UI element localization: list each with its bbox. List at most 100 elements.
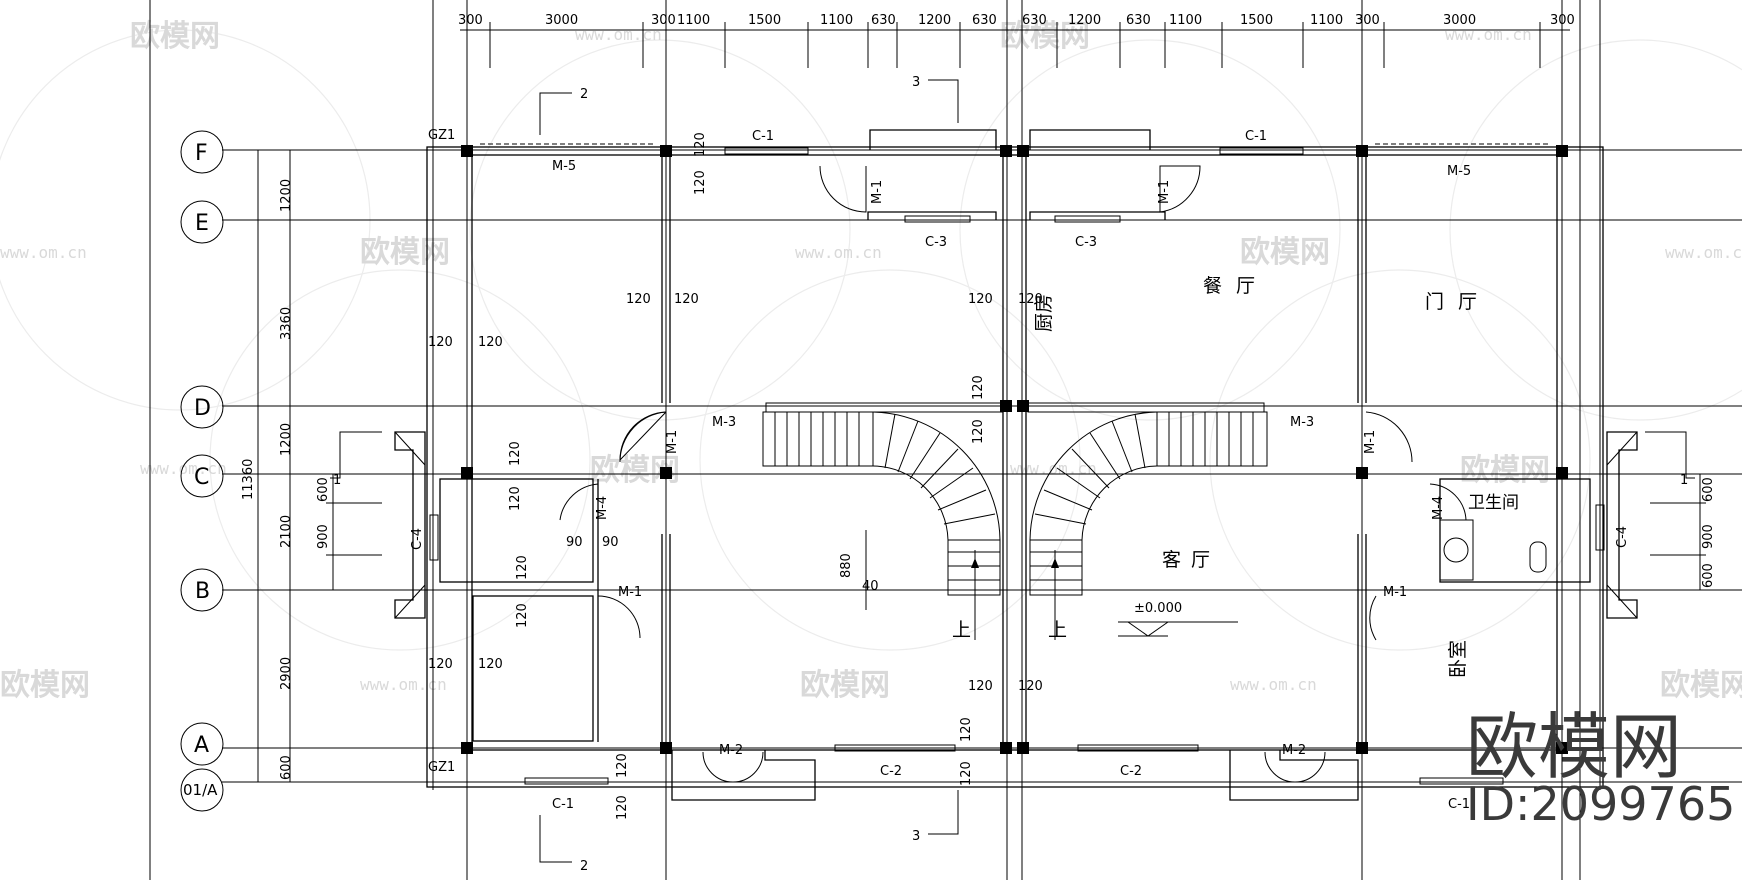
- dim-top-14: 1100: [1310, 13, 1343, 28]
- dim-120: 120: [971, 375, 986, 400]
- column: [1000, 400, 1012, 412]
- dim-top-6: 630: [871, 13, 896, 28]
- dim-120: 120: [1018, 679, 1043, 694]
- brand-name: 欧模网: [1466, 705, 1682, 789]
- watermark-brand: 欧模网: [1660, 668, 1742, 703]
- label-m4-left: M-4: [595, 496, 610, 520]
- dim-overall: 11360: [241, 459, 256, 500]
- column: [1356, 742, 1368, 754]
- dim-top-7: 1200: [918, 13, 951, 28]
- section-2-top: 2: [580, 87, 588, 102]
- dim-top-5: 1100: [820, 13, 853, 28]
- column: [461, 742, 473, 754]
- watermark-brand: 欧模网: [130, 19, 220, 54]
- column: [660, 742, 672, 754]
- column: [660, 467, 672, 479]
- label-m4-right: M-4: [1431, 496, 1446, 520]
- label-m1-kitchen: M-1: [870, 180, 885, 204]
- axis-label-b: B: [195, 579, 210, 604]
- brand-watermark: 欧模网 ID:2099765: [1466, 705, 1735, 831]
- axis-label-01a: 01/A: [183, 781, 218, 799]
- label-m5-right: M-5: [1447, 164, 1471, 179]
- dim-left-2: 1200: [279, 423, 294, 456]
- dim-top-12: 1100: [1169, 13, 1202, 28]
- dim-120: 120: [428, 335, 453, 350]
- watermark-circle: [699, 269, 1081, 651]
- walls: [394, 129, 1638, 801]
- dim-top-15: 300: [1355, 13, 1380, 28]
- column: [461, 145, 473, 157]
- watermark-url: www.om.cn: [140, 459, 227, 478]
- label-m1-hall-right: M-1: [1363, 430, 1378, 454]
- dim-top-17: 300: [1550, 13, 1575, 28]
- watermark-circle: [959, 39, 1341, 421]
- column: [1017, 400, 1029, 412]
- elevation-value: ±0.000: [1134, 601, 1182, 616]
- watermark-url: www.om.cn: [575, 25, 662, 44]
- axis-label-a: A: [194, 733, 209, 758]
- dim-120: 120: [508, 486, 523, 511]
- label-m1-right: M-1: [1383, 585, 1407, 600]
- dim-120: 120: [674, 292, 699, 307]
- stair-up-left: 上: [952, 619, 971, 641]
- dim-top-11: 630: [1126, 13, 1151, 28]
- dim-left-5: 600: [279, 755, 294, 780]
- dim-120: 120: [971, 419, 986, 444]
- label-c1-top-left: C-1: [752, 129, 774, 144]
- dim-120: 120: [626, 292, 651, 307]
- column: [1356, 467, 1368, 479]
- watermark-circle: [209, 269, 591, 651]
- label-gz1-top: GZ1: [428, 128, 455, 143]
- column: [1556, 145, 1568, 157]
- label-c4-left: C-4: [410, 528, 425, 550]
- dim-top-3: 1100: [677, 13, 710, 28]
- stairs: 上 上: [762, 402, 1268, 641]
- watermark-circle: [1209, 269, 1591, 651]
- axis-label-c: C: [194, 465, 209, 490]
- column: [461, 467, 473, 479]
- watermark-brand: 欧模网: [1240, 235, 1330, 270]
- section-markers: 2 2 3 3 1 1: [330, 75, 1695, 874]
- dim-top-2: 300: [651, 13, 676, 28]
- bathroom-fixtures: [1439, 519, 1547, 581]
- label-gz1-bottom: GZ1: [428, 760, 455, 775]
- label-m3-left: M-3: [712, 415, 736, 430]
- dim-120: 120: [478, 335, 503, 350]
- column: [1556, 467, 1568, 479]
- label-m1-left: M-1: [618, 585, 642, 600]
- dim-120: 120: [693, 132, 708, 157]
- elevation-mark: ±0.000: [1118, 601, 1238, 637]
- dim-top-13: 1500: [1240, 13, 1273, 28]
- section-3-top: 3: [912, 75, 920, 90]
- watermark-url: www.om.cn: [0, 243, 87, 262]
- dim-top-1: 3000: [545, 13, 578, 28]
- wall-dimensions: 120 120 120 120 120 120 120 120 120 120 …: [428, 132, 1043, 820]
- dim-120: 120: [1018, 292, 1043, 307]
- dim-120: 120: [615, 795, 630, 820]
- label-m5-left: M-5: [552, 159, 576, 174]
- watermark-url: www.om.cn: [1010, 459, 1097, 478]
- watermark-circle: [469, 39, 851, 421]
- dim-120: 120: [515, 603, 530, 628]
- dim-120: 120: [478, 657, 503, 672]
- section-2-bottom: 2: [580, 859, 588, 874]
- label-c3-left: C-3: [925, 235, 947, 250]
- dim-120: 120: [428, 657, 453, 672]
- watermark-layer: 欧模网 欧模网 欧模网 欧模网 欧模网 欧模网 欧模网 欧模网 欧模网 www.…: [0, 19, 1742, 703]
- room-bedroom: 卧室: [1447, 640, 1469, 678]
- dim-120: 120: [515, 555, 530, 580]
- label-c2-left: C-2: [880, 764, 902, 779]
- room-living: 客厅: [1162, 549, 1220, 571]
- dim-120: 120: [968, 292, 993, 307]
- column: [1017, 145, 1029, 157]
- dim-600-right-2: 600: [1701, 563, 1716, 588]
- dim-600-left: 600: [316, 477, 331, 502]
- column: [660, 145, 672, 157]
- dim-top-0: 300: [458, 13, 483, 28]
- axis-bubbles: F E D C B A 01/A: [180, 130, 224, 812]
- label-m2-left: M-2: [719, 743, 743, 758]
- dim-left-0: 1200: [279, 179, 294, 212]
- windows: [480, 143, 1550, 785]
- watermark-brand: 欧模网: [800, 668, 890, 703]
